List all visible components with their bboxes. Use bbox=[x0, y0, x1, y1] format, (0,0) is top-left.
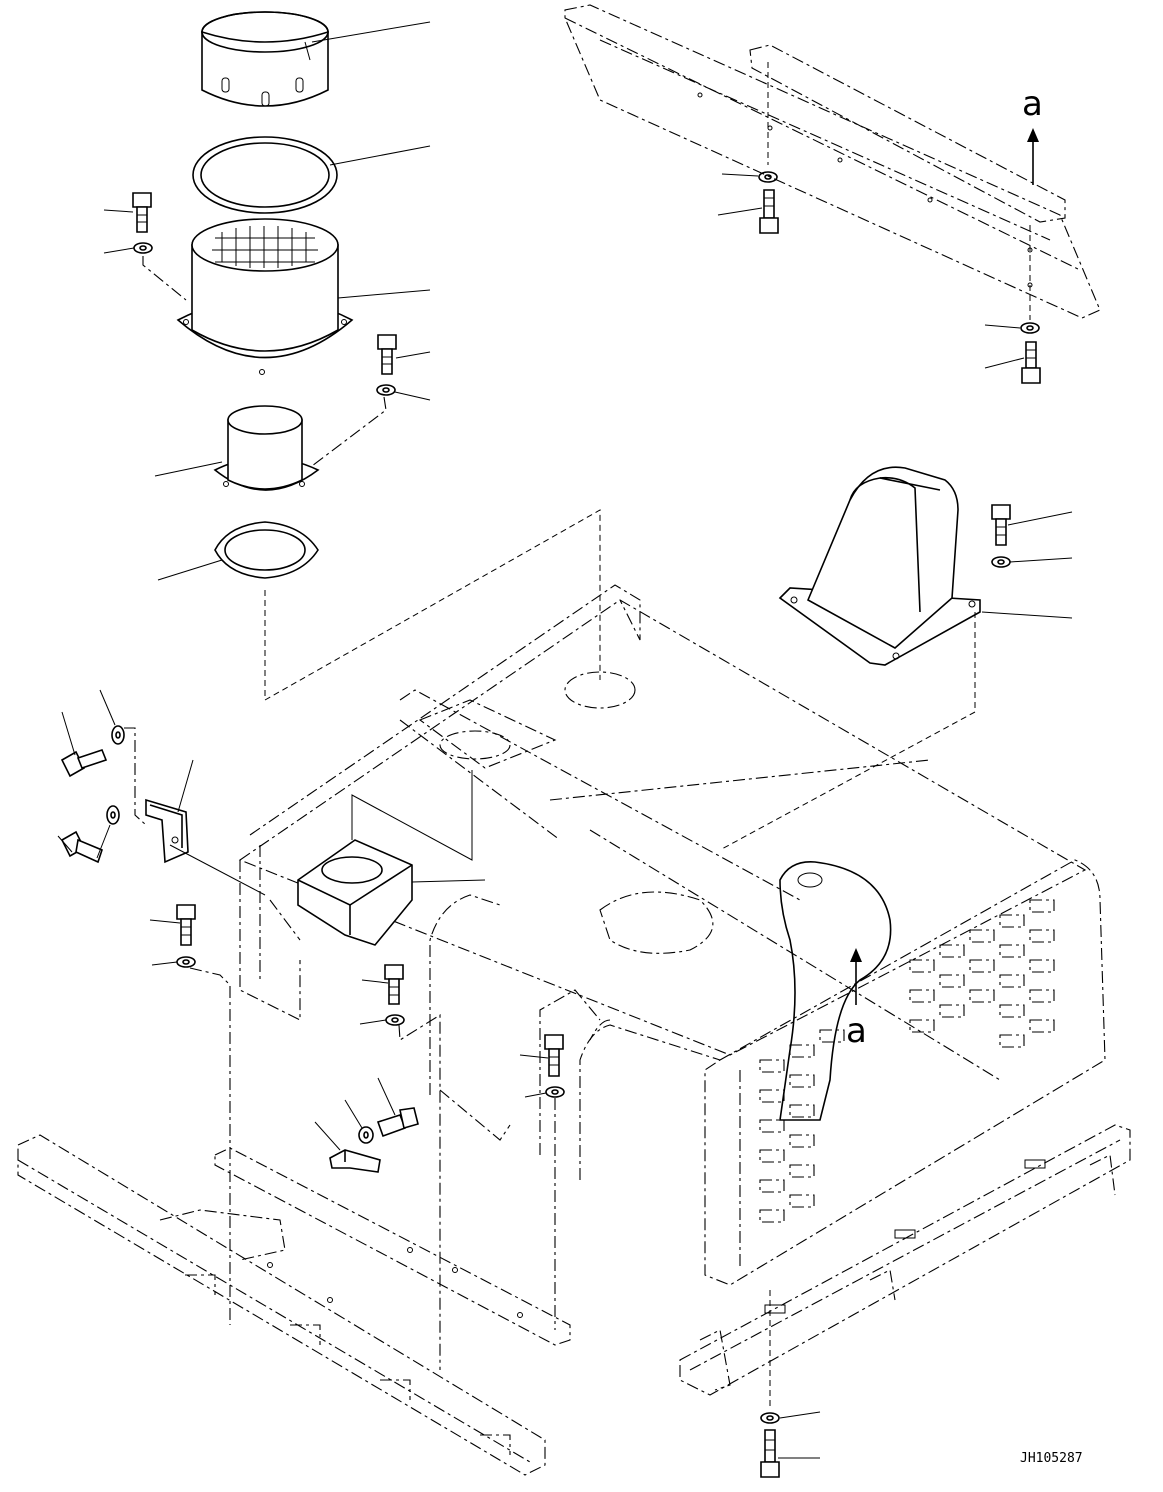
washer-icon bbox=[111, 725, 125, 745]
leader bbox=[103, 209, 134, 213]
leader bbox=[394, 391, 431, 401]
leader bbox=[169, 844, 266, 896]
leader bbox=[314, 1121, 341, 1151]
leader bbox=[1007, 511, 1073, 526]
center-line bbox=[124, 727, 147, 826]
bolt-icon bbox=[376, 1107, 419, 1138]
leader bbox=[96, 824, 111, 859]
intake-duct bbox=[778, 466, 981, 666]
mounting-bracket bbox=[145, 798, 189, 864]
screen-cylinder bbox=[176, 218, 354, 375]
washer-icon bbox=[385, 1014, 405, 1026]
leader bbox=[395, 351, 431, 359]
bolt-icon bbox=[759, 189, 779, 234]
washer-icon bbox=[1020, 322, 1040, 334]
leader bbox=[779, 1411, 821, 1419]
bolt-icon bbox=[60, 749, 108, 778]
center-line bbox=[142, 256, 187, 301]
leader bbox=[721, 173, 759, 177]
leader bbox=[154, 461, 223, 477]
leader bbox=[344, 1099, 363, 1129]
washer-icon bbox=[176, 956, 196, 968]
direction-arrow-icon bbox=[850, 948, 862, 1005]
leader bbox=[329, 145, 431, 166]
ring-gasket bbox=[192, 136, 338, 214]
leader bbox=[177, 759, 194, 813]
drawing-code: JH105287 bbox=[1020, 1451, 1083, 1466]
leader bbox=[361, 979, 389, 984]
bolt-icon bbox=[60, 830, 103, 864]
center-line bbox=[719, 612, 976, 851]
bolt-icon bbox=[384, 964, 404, 1005]
center-line bbox=[351, 770, 473, 861]
leader bbox=[61, 711, 76, 756]
washer-icon bbox=[760, 1412, 780, 1424]
lower-right-frame-member bbox=[679, 1124, 1131, 1396]
washer-icon bbox=[991, 556, 1011, 568]
washer-icon bbox=[758, 171, 778, 183]
washer-icon bbox=[106, 805, 120, 825]
center-line bbox=[398, 1014, 441, 1370]
direction-mark-a: a bbox=[1022, 84, 1043, 124]
leader bbox=[151, 961, 178, 966]
leader bbox=[311, 21, 431, 43]
center-line bbox=[299, 396, 387, 476]
bolt-icon bbox=[544, 1034, 564, 1077]
leader bbox=[57, 835, 73, 853]
leader bbox=[519, 1054, 549, 1059]
leader bbox=[99, 689, 116, 726]
washer-icon bbox=[358, 1126, 374, 1144]
bolt-icon bbox=[760, 1429, 780, 1478]
leader bbox=[149, 919, 181, 924]
leader bbox=[359, 1019, 387, 1025]
leader bbox=[377, 1077, 396, 1116]
leader bbox=[157, 559, 223, 581]
bolt-icon bbox=[176, 904, 196, 946]
lower-frame-member bbox=[17, 1134, 571, 1476]
center-line bbox=[264, 509, 601, 701]
leader bbox=[981, 611, 1073, 619]
leader bbox=[103, 247, 135, 254]
leader bbox=[524, 1092, 547, 1098]
leader bbox=[411, 879, 486, 883]
bolt-icon bbox=[1021, 341, 1041, 384]
washer-icon bbox=[133, 242, 153, 254]
leader bbox=[984, 357, 1025, 369]
flat-gasket bbox=[214, 521, 319, 579]
washer-icon bbox=[376, 384, 396, 396]
direction-arrow-icon bbox=[1027, 128, 1039, 185]
leader bbox=[337, 289, 431, 299]
bolt-icon bbox=[132, 192, 152, 233]
leader bbox=[1009, 557, 1073, 563]
bolt-icon bbox=[991, 504, 1011, 546]
main-frame-structure bbox=[238, 584, 1106, 1286]
direction-mark-a: a bbox=[846, 1011, 867, 1051]
leader bbox=[717, 207, 763, 216]
upper-frame-member bbox=[564, 4, 1101, 319]
center-line bbox=[189, 967, 231, 1325]
retaining-clip bbox=[329, 1149, 381, 1173]
leader bbox=[984, 324, 1021, 329]
inner-sleeve bbox=[213, 405, 320, 491]
top-cap bbox=[201, 11, 329, 107]
washer-icon bbox=[545, 1086, 565, 1098]
seat-block bbox=[297, 839, 413, 946]
bolt-icon bbox=[377, 334, 397, 375]
